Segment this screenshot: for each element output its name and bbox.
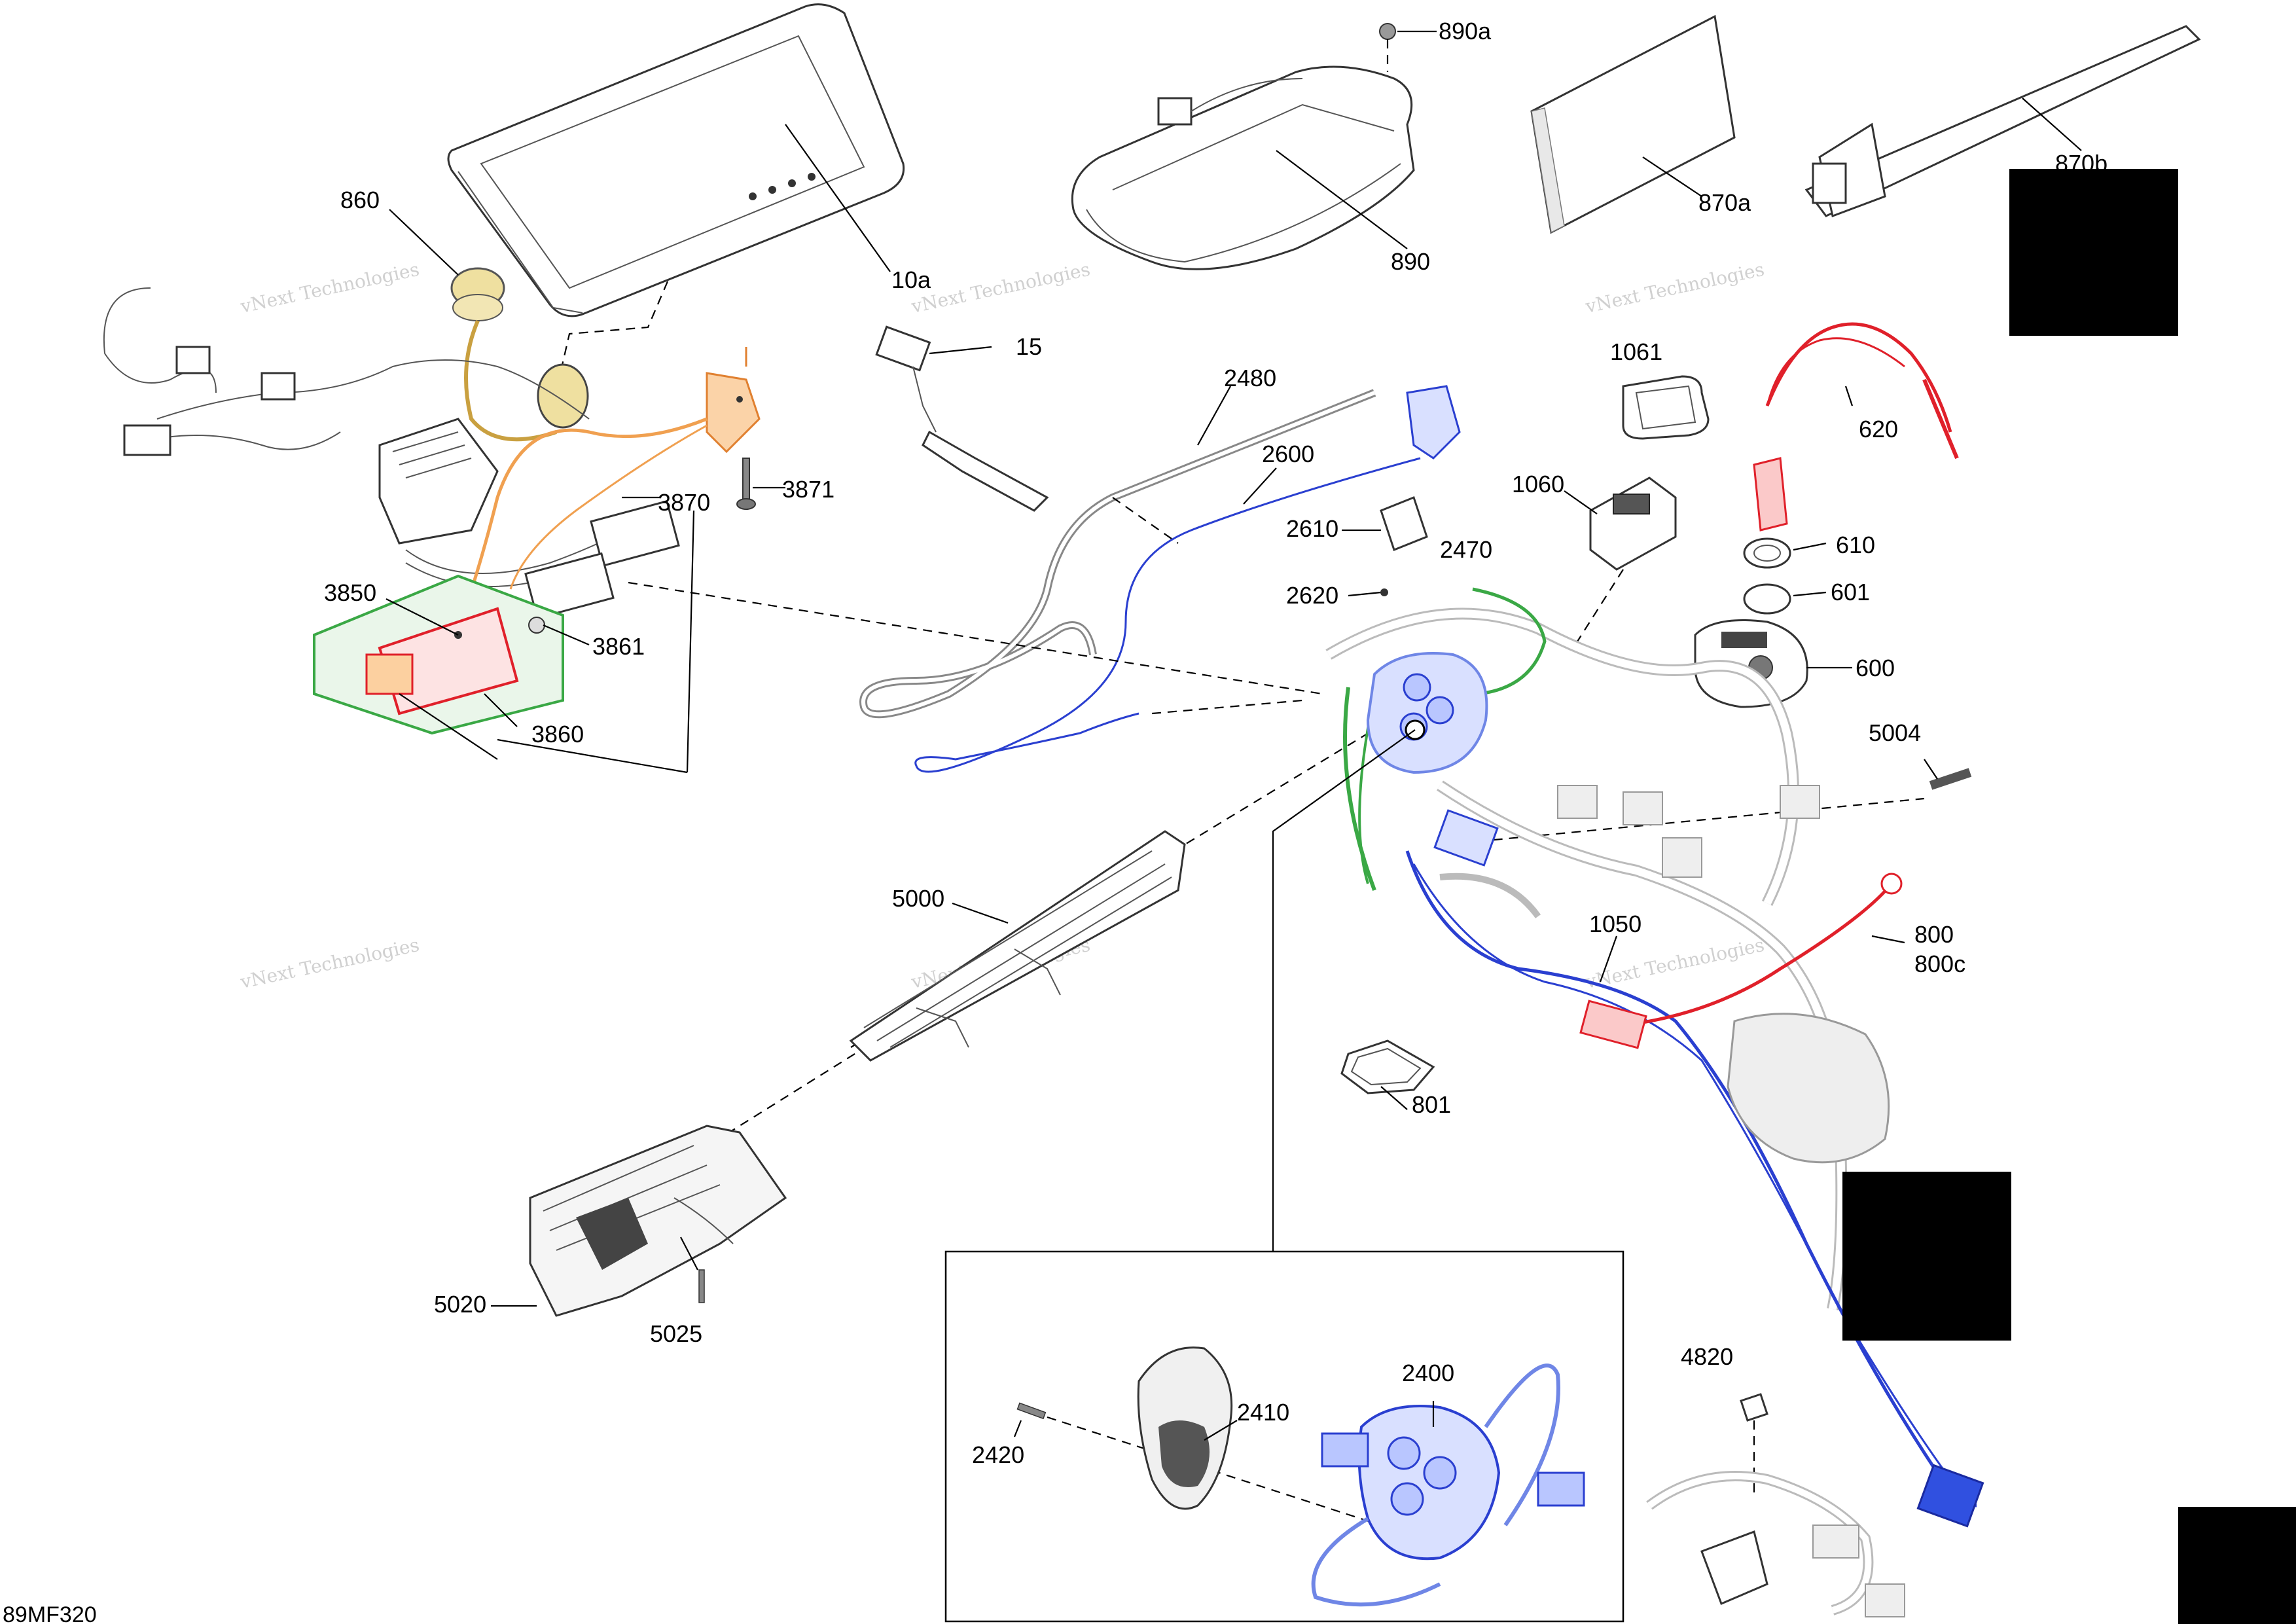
- bracket-5020-part: [491, 1125, 787, 1317]
- callout-2620: 2620: [1286, 582, 1338, 609]
- callout-2400: 2400: [1402, 1360, 1454, 1386]
- module-3850-part: [313, 574, 590, 760]
- callout-800: 800: [1914, 921, 1954, 948]
- callout-2420: 2420: [972, 1441, 1024, 1468]
- box-890-part: [1071, 23, 1437, 270]
- watermark: vNext Technologies: [1583, 934, 1767, 993]
- display-unit-part: [447, 3, 905, 420]
- strap-870b-part: [1804, 25, 2201, 218]
- callout-601: 601: [1831, 579, 1870, 605]
- callout-3861: 3861: [592, 633, 645, 660]
- callout-2610: 2610: [1286, 515, 1338, 542]
- assembly-leader: [628, 581, 1323, 695]
- callout-870a: 870a: [1698, 189, 1751, 216]
- foam-block-870a-part: [1530, 14, 1736, 234]
- callout-2480: 2480: [1224, 365, 1276, 391]
- callout-600: 600: [1856, 655, 1895, 681]
- watermark: vNext Technologies: [1583, 259, 1767, 317]
- callout-2600: 2600: [1262, 441, 1314, 467]
- callout-890: 890: [1391, 248, 1430, 275]
- callout-labels: 10a 860 15 890a 890 870a 870b 1061 620 2…: [324, 18, 2108, 1468]
- harness-3870-part: [456, 347, 761, 774]
- left-wiring-harness: [103, 287, 655, 587]
- inset-leader: [1272, 729, 1416, 1252]
- round-connector-part: [389, 209, 589, 442]
- inset-detail-box: [944, 1250, 1624, 1623]
- callout-870b: 870b: [2055, 150, 2108, 177]
- bezel-1061-part: [1622, 375, 1710, 440]
- bracket-5000-part: [849, 830, 1186, 1062]
- callout-801: 801: [1412, 1091, 1451, 1118]
- switch-1060-part: [1564, 477, 1677, 642]
- callout-3850: 3850: [324, 579, 376, 606]
- watermark: vNext Technologies: [909, 259, 1092, 317]
- watermark: vNext Technologies: [238, 259, 422, 317]
- callout-10a: 10a: [891, 266, 931, 293]
- redaction-block: [1842, 1172, 2011, 1341]
- callout-890a: 890a: [1439, 18, 1492, 45]
- callout-5000: 5000: [892, 885, 944, 912]
- leader-line: [785, 124, 891, 272]
- lanyard-620-part: [1753, 322, 1959, 532]
- tether-15-part: [875, 325, 1049, 512]
- callout-860: 860: [340, 187, 380, 213]
- watermark: vNext Technologies: [238, 934, 422, 993]
- redaction-block: [2009, 169, 2178, 336]
- callout-800c: 800c: [1914, 950, 1965, 977]
- callout-1060: 1060: [1512, 471, 1564, 497]
- callout-620: 620: [1859, 416, 1898, 442]
- key-switch-parts: [1694, 537, 1852, 708]
- screw-3871-part: [736, 458, 785, 510]
- callout-4820: 4820: [1681, 1343, 1733, 1370]
- callout-5025: 5025: [650, 1320, 702, 1347]
- callout-3860: 3860: [531, 721, 584, 748]
- callout-1050: 1050: [1589, 911, 1641, 937]
- redaction-block: [2178, 1507, 2296, 1624]
- callout-2410: 2410: [1237, 1399, 1289, 1426]
- gasket-801-part: [1340, 1039, 1435, 1110]
- diagram-code: 89MF320: [3, 1602, 97, 1624]
- callout-610: 610: [1836, 532, 1875, 558]
- callout-15: 15: [1016, 333, 1042, 360]
- callout-5020: 5020: [434, 1291, 486, 1318]
- relay-4820-part: [1646, 1393, 1905, 1617]
- callout-2470: 2470: [1440, 536, 1492, 563]
- callout-3871: 3871: [782, 476, 834, 503]
- hose-2600-part: [914, 385, 1461, 773]
- hose-2480-part: [859, 386, 1376, 719]
- callout-5004: 5004: [1869, 719, 1921, 746]
- callout-1061: 1061: [1610, 338, 1662, 365]
- clip-2610-part: [1342, 496, 1428, 597]
- callout-3870: 3870: [658, 489, 710, 516]
